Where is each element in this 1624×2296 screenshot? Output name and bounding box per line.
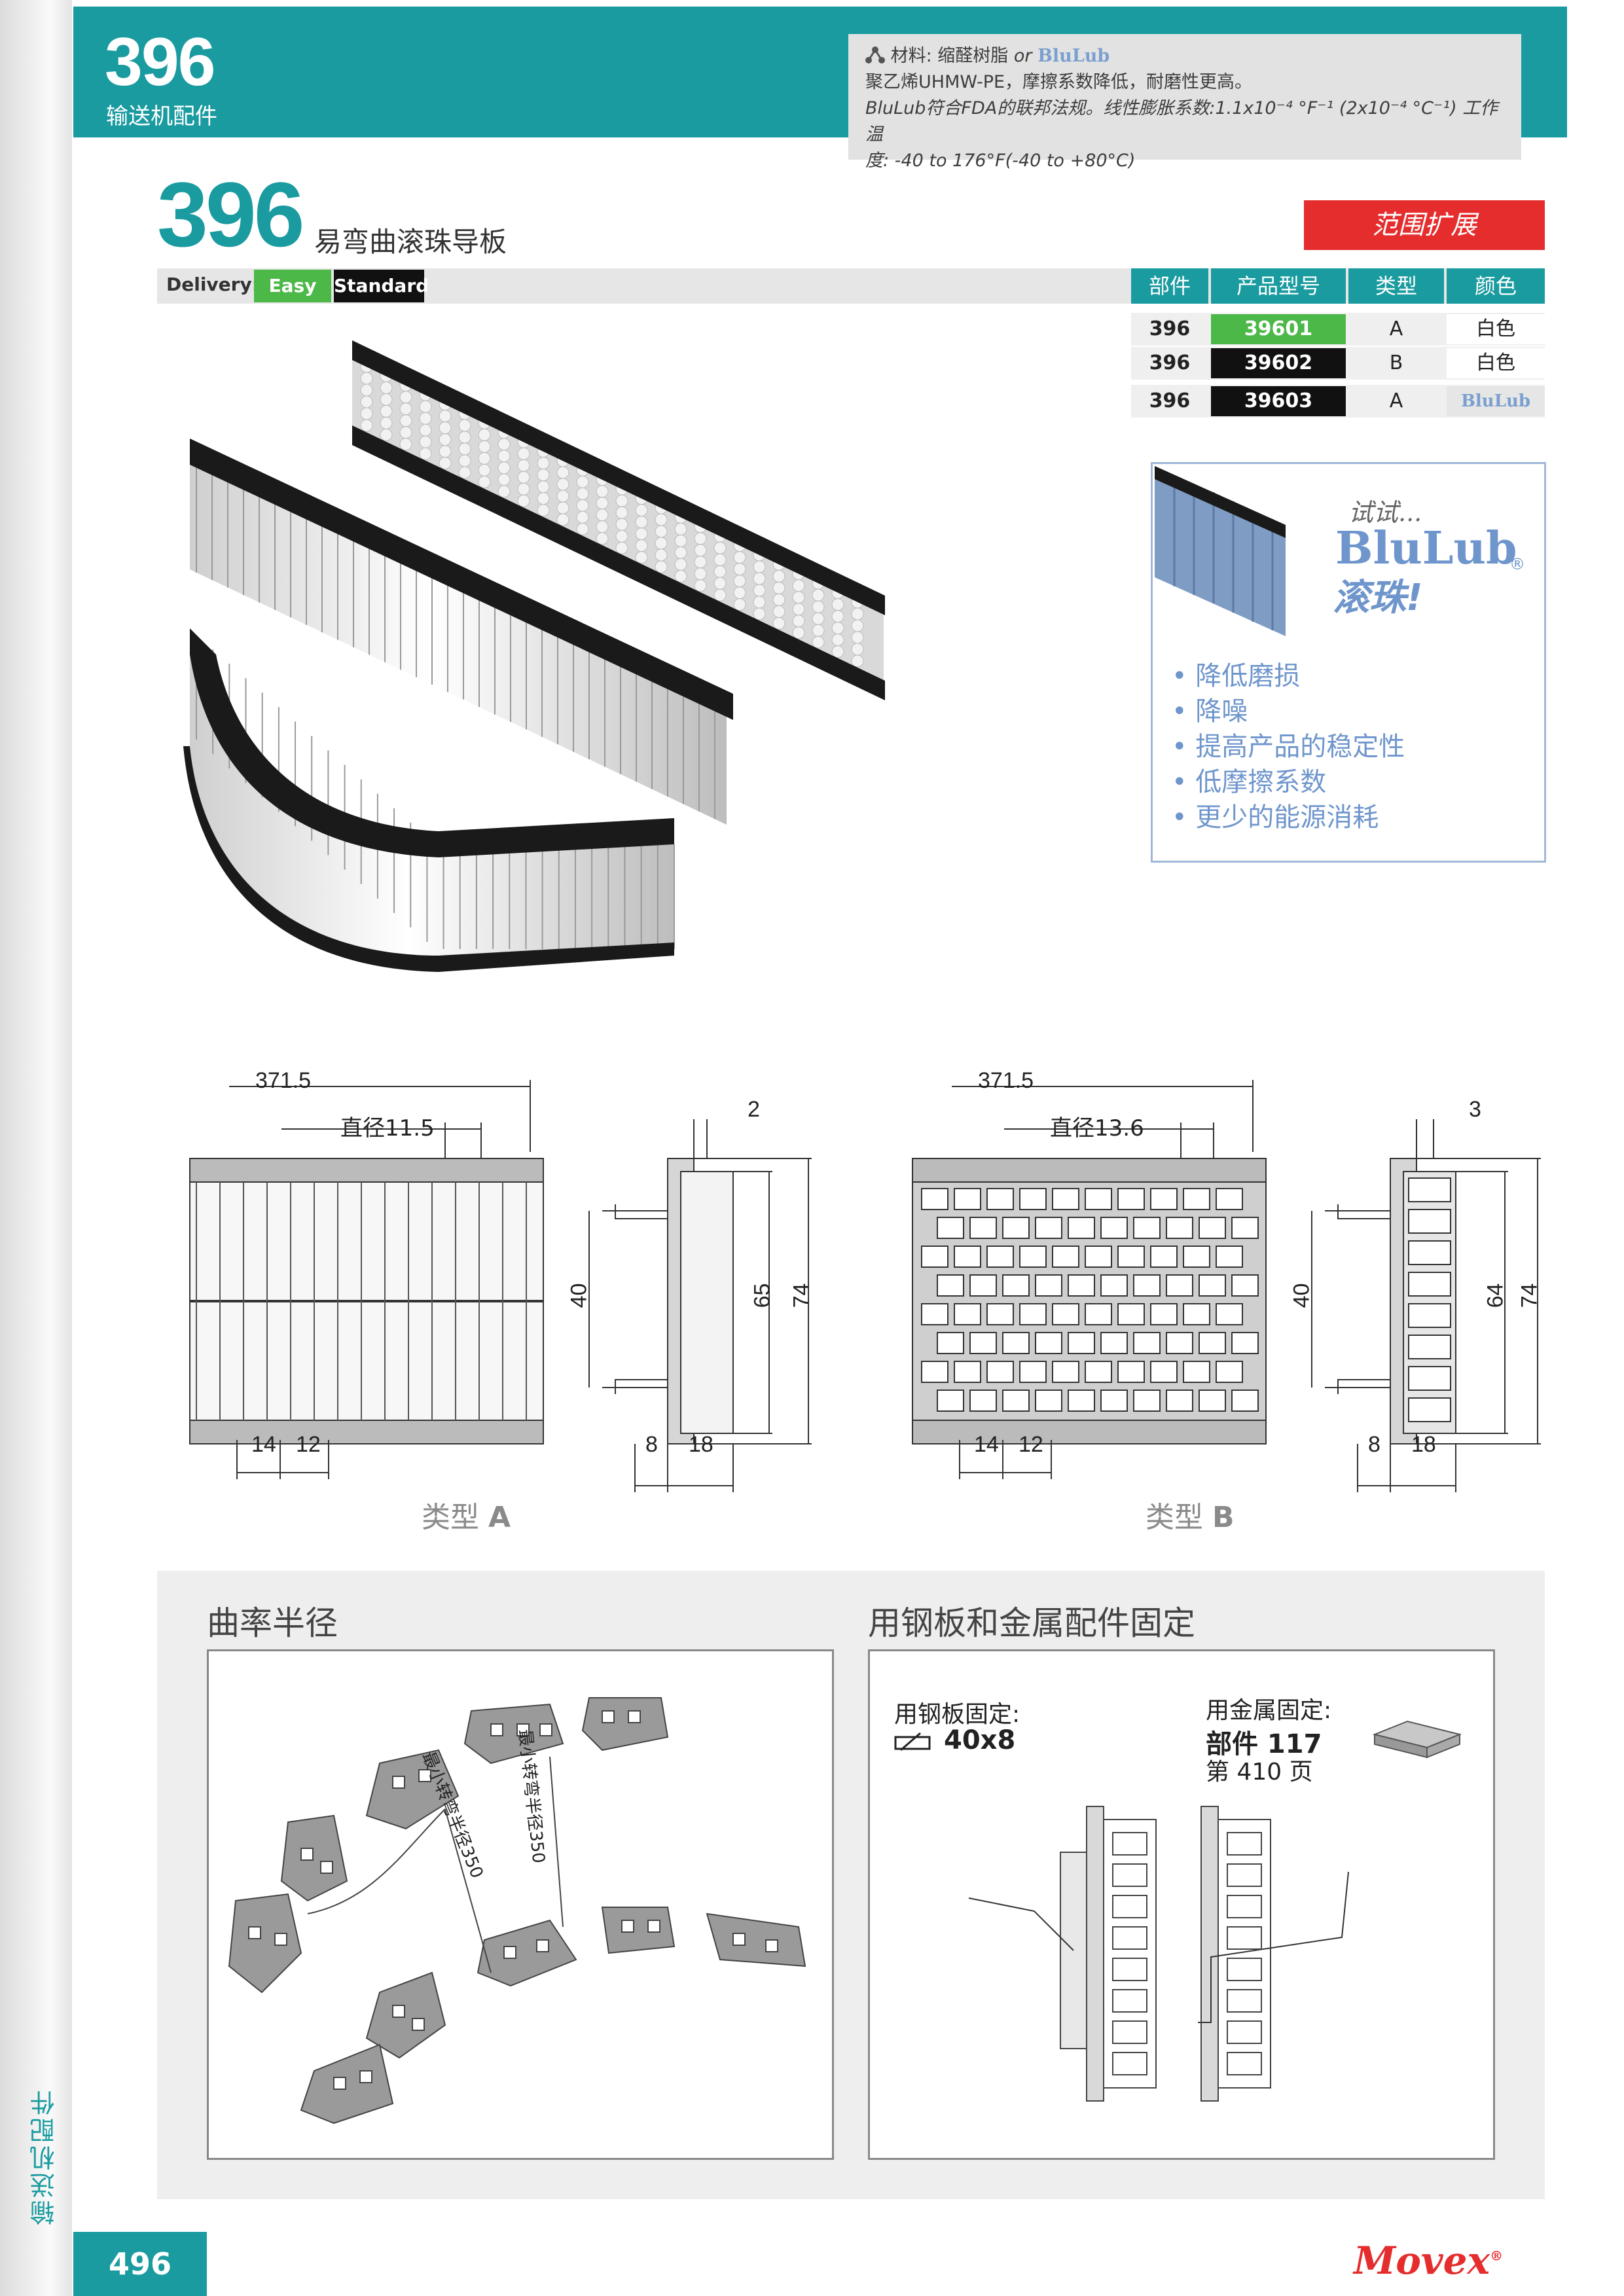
metal-bracket-icon [1372,1720,1462,1759]
type-a-caption-prefix: 类型 [422,1501,488,1534]
table-cell-model: 39603 [1211,386,1346,416]
promo-balls-text: 滚珠! [1333,577,1423,619]
dim-b-diameter: 直径13.6 [1050,1115,1144,1141]
promo-registered-mark: ® [1509,555,1525,573]
movex-logo-registered: ® [1490,2248,1504,2264]
dim-b-64: 64 [1483,1283,1508,1308]
table-cell-part: 396 [1149,317,1191,340]
dim-b-8: 8 [1368,1432,1380,1457]
material-or: or [1008,46,1038,66]
table-header-model: 产品型号 [1211,268,1346,304]
table-cell-color: 白色 [1447,348,1545,378]
movex-logo: Movex® [1354,2238,1503,2283]
material-line-4: 度: -40 to 176°F(-40 to +80°C) [865,151,1136,171]
movex-logo-text: Movex [1354,2238,1490,2283]
side-strip [0,0,72,2296]
material-info-box: 材料: 缩醛树脂 or BluLub 聚乙烯UHMW-PE，摩擦系数降低，耐磨性… [848,34,1521,171]
dim-a-18: 18 [689,1432,713,1457]
delivery-standard-badge: Standard [334,270,429,302]
material-brand: BluLub [1038,46,1110,66]
table-cell-part: 396 [1149,389,1191,412]
dim-b-12: 12 [1019,1432,1043,1457]
fixing-drawings [968,1806,1349,2102]
metal-fix-label: 用金属固定: [1206,1697,1332,1724]
material-line-1: 材料: 缩醛树脂 or BluLub [865,43,1504,69]
metal-page-ref: 第 410 页 [1206,1759,1313,1785]
delivery-label: Delivery: [166,274,259,295]
table-cell-part: 396 [1149,351,1191,374]
dim-a-diameter: 直径11.5 [340,1115,435,1141]
fixing-title: 用钢板和金属配件固定 [868,1604,1195,1642]
dim-a-gap: 2 [748,1097,760,1122]
type-b-caption: 类型 B [1146,1494,1235,1535]
product-illustration [183,340,885,972]
material-label: 材料: 缩醛树脂 [890,46,1009,66]
dim-a-14: 14 [251,1432,276,1457]
dim-b-length: 371.5 [978,1068,1034,1093]
curvature-illustration [228,1697,806,2125]
table-cell-model: 39602 [1211,348,1346,378]
promo-brand: BluLub [1335,522,1517,575]
dim-a-length: 371.5 [255,1068,312,1093]
blulub-roller-image [1155,466,1286,636]
delivery-easy-badge: Easy [254,270,331,302]
dim-b-40: 40 [1289,1283,1314,1308]
dim-b-18: 18 [1411,1432,1436,1457]
steel-fix-label: 用钢板固定: [894,1701,1020,1728]
side-section-label: 输送机配件 [30,2088,59,2225]
material-line-3: BluLub符合FDA的联邦法规。线性膨胀系数:1.1x10⁻⁴ °F⁻¹ (2… [865,98,1498,145]
promo-try-text: 试试... [1348,498,1422,527]
dim-a-40: 40 [566,1283,592,1308]
table-cell-model: 39601 [1211,314,1346,344]
table-cell-type: A [1389,389,1403,412]
table-cell-type: A [1389,317,1403,340]
material-line-2: 聚乙烯UHMW-PE，摩擦系数降低，耐磨性更高。 [865,72,1253,92]
promo-bullet: • 低摩擦系数 [1172,767,1327,797]
steel-plate-icon [894,1732,931,1751]
page-number: 496 [73,2232,207,2296]
type-a-caption-letter: A [488,1501,511,1534]
type-a-caption: 类型 A [422,1494,511,1535]
type-b-caption-letter: B [1212,1501,1235,1534]
table-header-color: 颜色 [1447,268,1545,304]
promo-bullet: • 降低磨损 [1172,661,1301,691]
table-cell-color: 白色 [1447,314,1545,344]
type-b-drawing [912,1080,1541,1492]
table-cell-type: B [1389,351,1403,374]
dim-b-14: 14 [974,1432,999,1457]
product-number: 396 [157,163,305,266]
header-subtitle: 输送机配件 [106,103,217,130]
type-a-drawing [189,1080,812,1492]
dim-b-gap: 3 [1469,1097,1481,1122]
promo-bullet: • 更少的能源消耗 [1172,802,1379,833]
dim-a-8: 8 [645,1432,658,1457]
promo-bullet: • 提高产品的稳定性 [1172,732,1405,762]
header-number: 396 [105,24,216,100]
dim-b-74: 74 [1517,1283,1542,1308]
dim-a-12: 12 [296,1432,321,1457]
dim-a-65: 65 [749,1283,775,1308]
table-header-part: 部件 [1131,268,1208,304]
material-icon [865,46,885,63]
steel-plate-size: 40x8 [944,1725,1016,1755]
product-name: 易弯曲滚珠导板 [314,226,507,258]
dim-a-74: 74 [789,1283,814,1308]
metal-part-number: 部件 117 [1206,1729,1322,1759]
promo-bullet: • 降噪 [1172,696,1248,726]
range-extension-button[interactable]: 范围扩展 [1304,200,1545,250]
curvature-title: 曲率半径 [207,1604,338,1642]
type-b-caption-prefix: 类型 [1146,1501,1212,1534]
table-header-type: 类型 [1348,268,1444,304]
table-cell-color-blulub: BluLub [1447,386,1545,416]
